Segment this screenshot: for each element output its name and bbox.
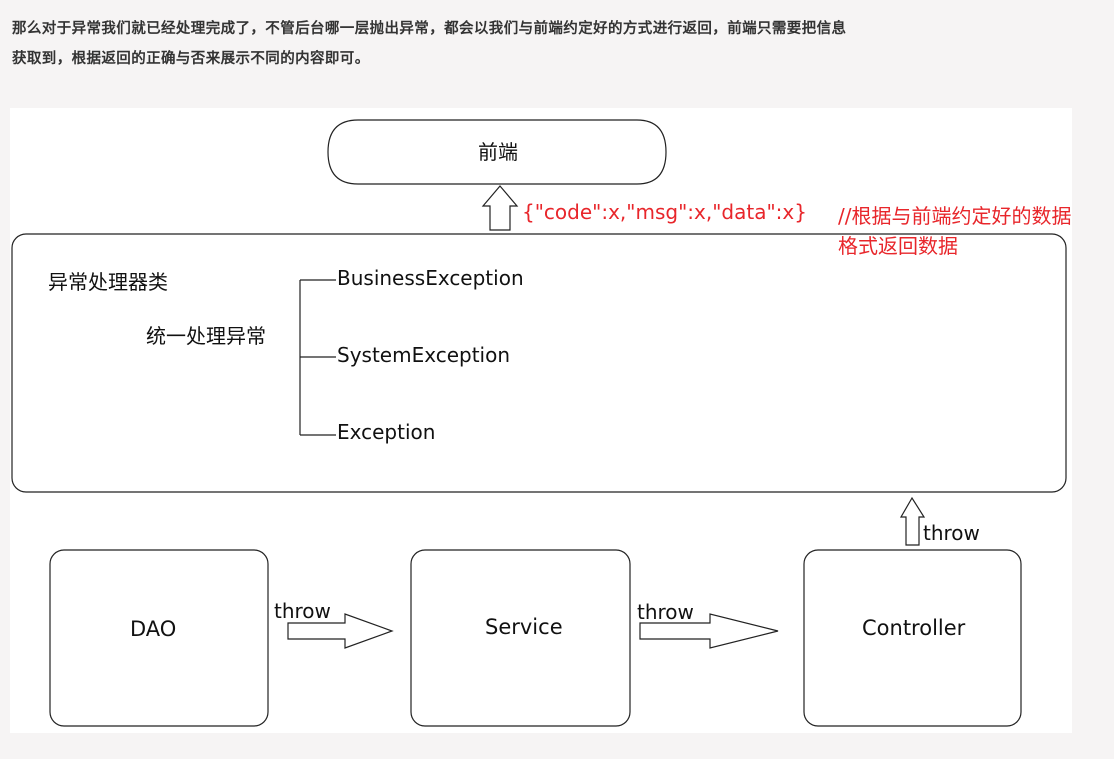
dao-label: DAO (130, 617, 177, 641)
exception-handler-box (11, 233, 1067, 493)
diagram-shapes (11, 119, 1067, 727)
dao-throw-label: throw (274, 599, 331, 623)
service-throw-arrow (639, 613, 779, 649)
exception-generic: Exception (337, 420, 436, 444)
format-comment-line-2: 格式返回数据 (838, 234, 958, 258)
frontend-box (327, 119, 667, 185)
exception-business: BusinessException (337, 266, 524, 290)
controller-throw-arrow (899, 496, 926, 546)
service-throw-label: throw (637, 600, 694, 624)
intro-paragraph: 那么对于异常我们就已经处理完成了，不管后台哪一层抛出异常，都会以我们与前端约定好… (12, 14, 1102, 74)
controller-label: Controller (862, 616, 966, 640)
service-box (410, 549, 631, 727)
dao-box (49, 549, 269, 727)
exception-flow-diagram: 前端 {"code":x,"msg":x,"data":x} //根据与前端约定… (10, 108, 1072, 733)
exception-tree-bracket (299, 279, 336, 436)
exception-system: SystemException (337, 343, 511, 367)
frontend-label: 前端 (478, 140, 518, 164)
dao-throw-arrow (287, 613, 394, 649)
handler-title: 异常处理器类 (48, 270, 168, 294)
response-format-label: {"code":x,"msg":x,"data":x} (522, 200, 807, 224)
format-comment-line-1: //根据与前端约定好的数据 (838, 204, 1072, 228)
controller-box (803, 549, 1022, 727)
handler-subtitle: 统一处理异常 (146, 324, 266, 348)
controller-throw-label: throw (923, 521, 980, 545)
intro-line-2: 获取到，根据返回的正确与否来展示不同的内容即可。 (12, 51, 370, 67)
intro-line-1: 那么对于异常我们就已经处理完成了，不管后台哪一层抛出异常，都会以我们与前端约定好… (12, 21, 847, 37)
service-label: Service (485, 615, 563, 639)
response-up-arrow (481, 185, 519, 231)
